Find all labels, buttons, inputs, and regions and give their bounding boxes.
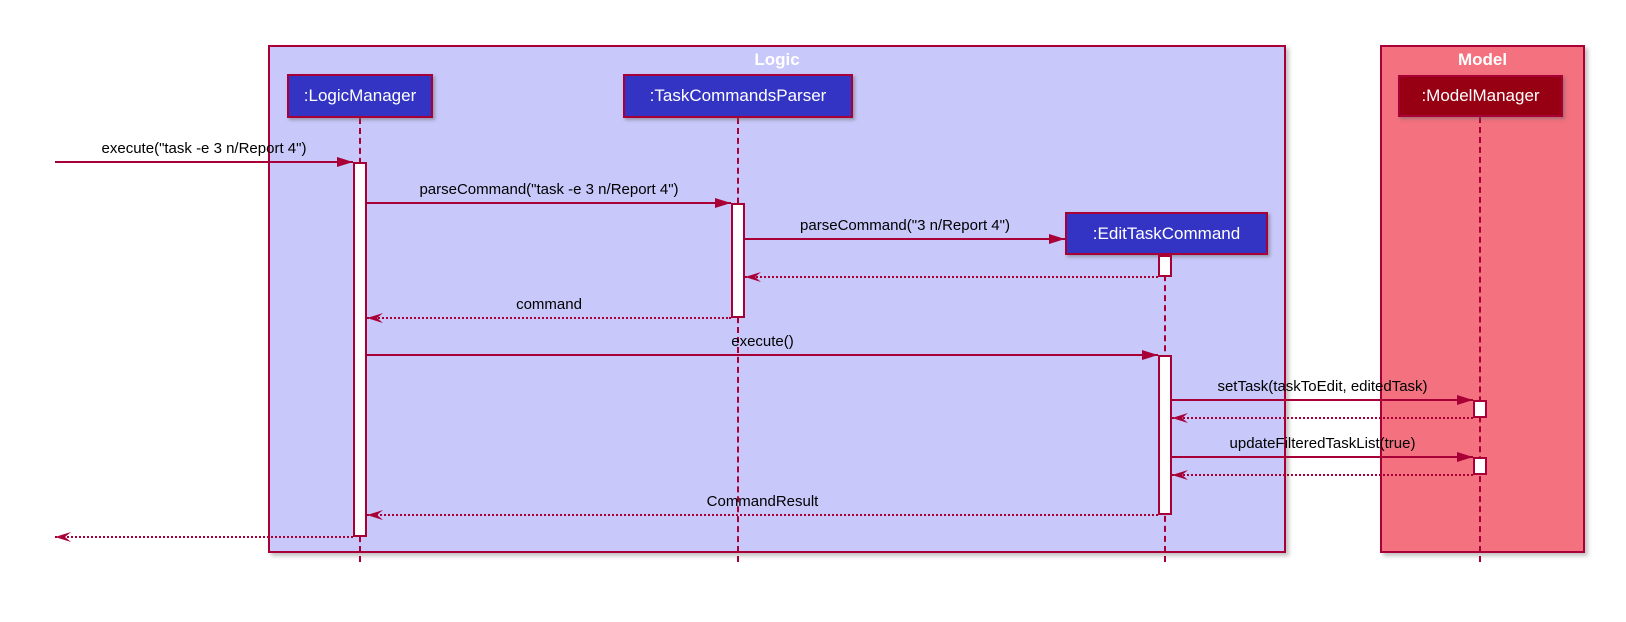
message-line-8-return xyxy=(1172,417,1473,419)
arrowhead-1-right xyxy=(337,156,353,168)
lifeline-taskcommandsparser xyxy=(737,118,739,562)
message-label-2: parseCommand("task -e 3 n/Report 4") xyxy=(419,181,679,198)
message-line-6-call xyxy=(367,354,1158,356)
message-label-7: setTask(taskToEdit, editedTask) xyxy=(1217,378,1428,395)
participant-edittaskcommand: :EditTaskCommand xyxy=(1065,212,1268,255)
arrowhead-6-right xyxy=(1142,349,1158,361)
message-line-12-return xyxy=(55,536,353,538)
message-label-9: updateFilteredTaskList(true) xyxy=(1229,435,1416,452)
message-line-11-return xyxy=(367,514,1158,516)
message-line-9-call xyxy=(1172,456,1473,458)
lifeline-modelmanager xyxy=(1479,117,1481,562)
participant-modelmanager-label: :ModelManager xyxy=(1421,86,1540,105)
message-line-5-return xyxy=(367,317,731,319)
logic-frame: Logic xyxy=(268,45,1286,553)
message-line-7-call xyxy=(1172,399,1473,401)
message-label-3: parseCommand("3 n/Report 4") xyxy=(800,217,1010,234)
logic-frame-title: Logic xyxy=(754,50,800,69)
participant-logicmanager: :LogicManager xyxy=(287,74,433,118)
message-label-5: command xyxy=(516,296,582,313)
activation-edittaskcommand-execute xyxy=(1158,355,1172,515)
message-line-2-call xyxy=(367,202,731,204)
message-line-4-return xyxy=(745,276,1158,278)
arrowhead-9-right xyxy=(1457,451,1473,463)
model-frame: Model xyxy=(1380,45,1585,553)
message-line-3-create xyxy=(745,238,1065,240)
model-frame-title: Model xyxy=(1457,50,1508,69)
message-label-6: execute() xyxy=(731,333,794,350)
participant-taskcommandsparser: :TaskCommandsParser xyxy=(623,74,853,118)
arrowhead-2-right xyxy=(715,197,731,209)
arrowhead-11-left xyxy=(367,509,383,521)
activation-logicmanager xyxy=(353,162,367,537)
activation-taskcommandsparser xyxy=(731,203,745,318)
arrowhead-12-left xyxy=(55,531,71,543)
activation-edittaskcommand-create xyxy=(1158,255,1172,277)
participant-logicmanager-label: :LogicManager xyxy=(303,86,417,105)
arrowhead-4-left xyxy=(745,271,761,283)
arrowhead-3-right xyxy=(1049,233,1065,245)
participant-modelmanager: :ModelManager xyxy=(1398,75,1563,117)
arrowhead-7-right xyxy=(1457,394,1473,406)
arrowhead-10-left xyxy=(1172,469,1188,481)
participant-taskcommandsparser-label: :TaskCommandsParser xyxy=(649,86,827,105)
activation-modelmanager-updatefilteredtasklist xyxy=(1473,457,1487,475)
arrowhead-8-left xyxy=(1172,412,1188,424)
message-line-1-call xyxy=(55,161,353,163)
arrowhead-5-left xyxy=(367,312,383,324)
message-line-10-return xyxy=(1172,474,1473,476)
participant-edittaskcommand-label: :EditTaskCommand xyxy=(1092,223,1241,243)
message-label-11: CommandResult xyxy=(706,493,819,510)
activation-modelmanager-settask xyxy=(1473,400,1487,418)
message-label-1: execute("task -e 3 n/Report 4") xyxy=(101,140,307,157)
